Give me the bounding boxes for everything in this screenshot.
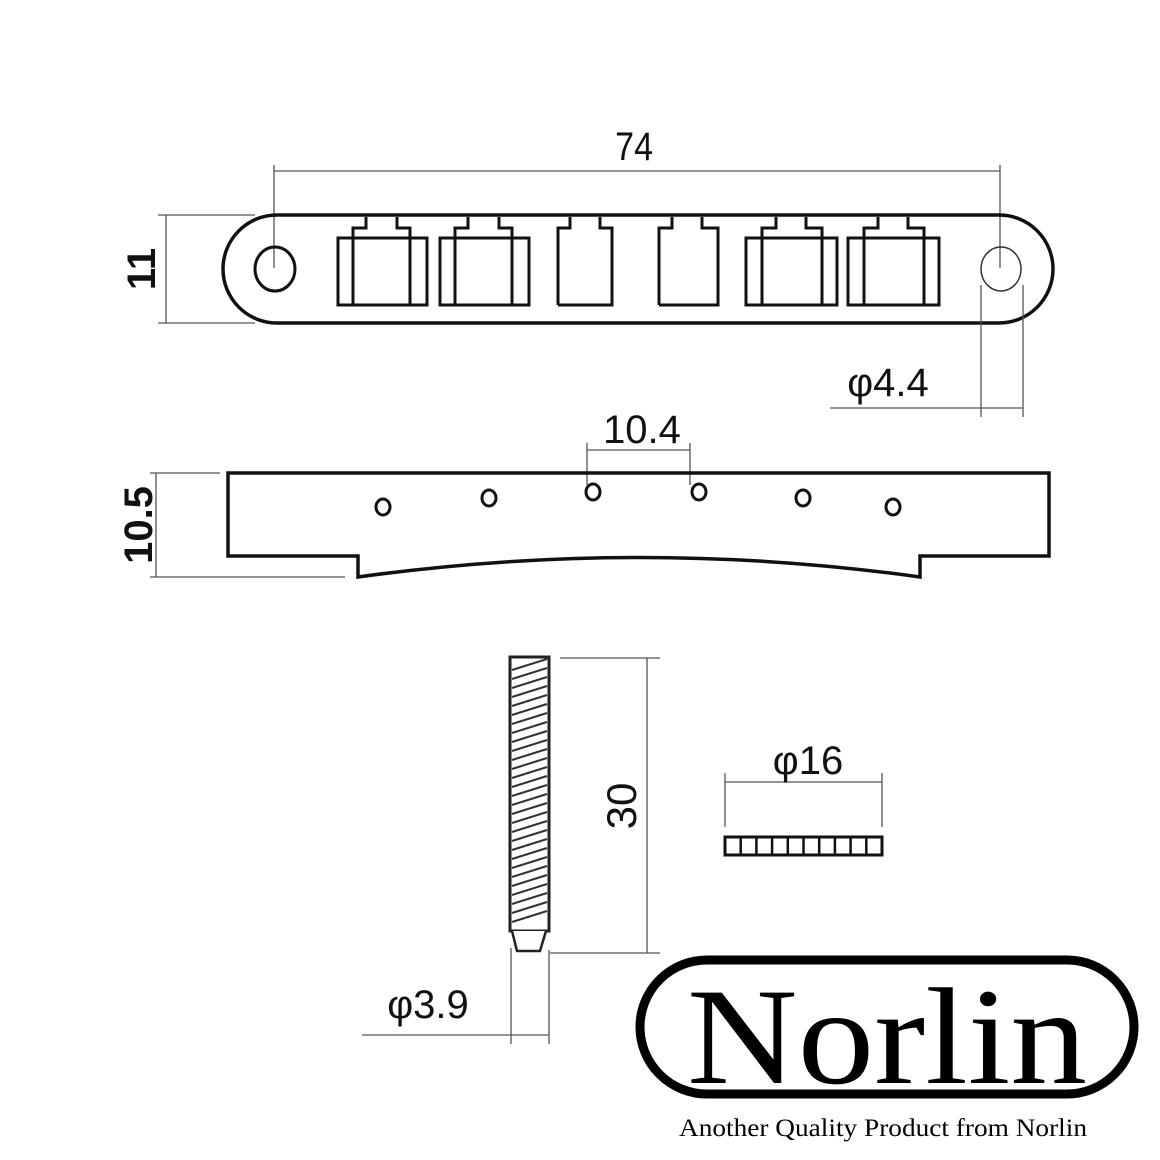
saddle-spacing-label: 10.4	[603, 408, 681, 452]
saddle-4	[657, 217, 720, 307]
logo-brand-text: Norlin	[687, 960, 1087, 1113]
stud-diameter-label: φ3.9	[387, 983, 469, 1027]
saddles	[336, 217, 941, 307]
thumbwheel: φ16	[723, 739, 884, 857]
saddle-6	[846, 217, 941, 307]
saddle-5	[744, 217, 839, 307]
string-holes	[374, 482, 902, 517]
bridge-side-view: 10.4 10.5	[117, 408, 1051, 580]
logo-tagline: Another Quality Product from Norlin	[679, 1115, 1088, 1142]
norlin-logo: Norlin Another Quality Product from Norl…	[635, 955, 1139, 1142]
bridge-body-outline	[221, 213, 1055, 325]
stud-length-label: 30	[598, 783, 645, 830]
saddle-3	[556, 217, 614, 307]
saddle-1	[336, 217, 429, 307]
post-hole-diameter-label: φ4.4	[847, 361, 929, 405]
logo-pill-border	[635, 955, 1139, 1099]
post-hole-right	[980, 246, 1022, 292]
stud-tip	[510, 930, 548, 953]
bridge-top-view: 74 11	[120, 123, 1055, 417]
side-body-outline	[226, 471, 1051, 580]
stud-bolt: 30 φ3.9	[362, 655, 660, 1044]
overall-length-label: 74	[615, 123, 653, 168]
saddle-2	[438, 217, 531, 307]
side-height-label: 10.5	[117, 486, 161, 564]
thumbwheel-knurls	[739, 837, 868, 855]
thumbwheel-diameter-label: φ16	[773, 739, 843, 783]
stud-threads	[511, 658, 548, 923]
top-height-label: 11	[120, 248, 164, 290]
post-hole-left	[253, 245, 297, 293]
